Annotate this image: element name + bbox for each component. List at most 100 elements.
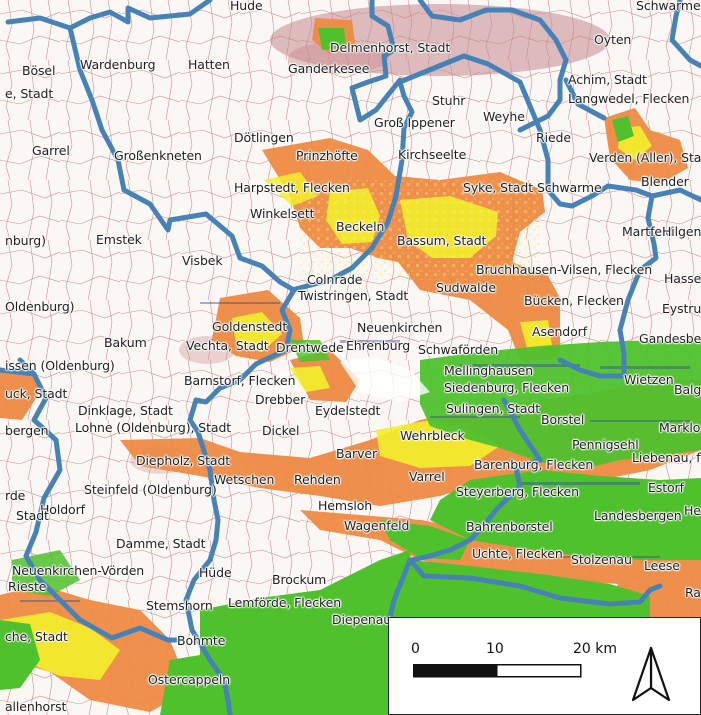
place-label: allenhorst (5, 699, 67, 714)
place-label: Sulingen, Stadt (446, 401, 541, 416)
place-label: Lohne (Oldenburg), Stadt (75, 420, 232, 435)
place-label: Steinfeld (Oldenburg) (84, 482, 217, 497)
place-label: Siedenburg, Flecken (444, 380, 570, 395)
place-label: Hasse (664, 271, 701, 286)
place-label: Ra (685, 585, 701, 600)
place-label: Wardenburg (80, 57, 156, 72)
place-label: Asendorf (532, 324, 587, 339)
place-label: Twistringen, Stadt (298, 288, 409, 303)
place-label: Stuhr (432, 93, 466, 108)
north-arrow-icon (631, 646, 671, 702)
place-label: Lemförde, Flecken (228, 595, 342, 610)
place-label: Barver (336, 446, 378, 461)
place-label: Diepholz, Stadt (136, 453, 231, 468)
place-label: Ostercappeln (148, 672, 231, 687)
place-label: Oldenburg) (5, 299, 75, 314)
place-label: Delmenhorst, Stadt (330, 40, 451, 55)
place-label: Wehrbleck (400, 428, 465, 443)
place-label: Beckeln (336, 219, 385, 234)
place-label: Wagenfeld (344, 518, 410, 533)
place-label: Rieste (8, 579, 47, 594)
place-label: Martfeld (622, 224, 674, 239)
place-label: Balg (674, 382, 701, 397)
place-label: rde (5, 488, 26, 503)
place-label: Vechta, Stadt (186, 338, 269, 353)
place-label: He (684, 503, 701, 518)
place-label: Bassum, Stadt (397, 233, 487, 248)
place-label: Hilgen (662, 224, 701, 239)
place-label: Borstel (541, 412, 585, 427)
place-label: Bösel (22, 63, 56, 78)
place-label: Bahrenborstel (466, 519, 553, 534)
place-label: Goldenstedt (212, 319, 288, 334)
place-label: Eydelstedt (315, 403, 381, 418)
place-label: Groß Ippener (374, 115, 455, 130)
place-label: nburg) (5, 233, 46, 248)
place-label: Mellinghausen (444, 363, 534, 378)
place-label: Stolzenau (571, 552, 632, 567)
place-label: Schwarme (537, 180, 602, 195)
place-label: Brockum (272, 572, 327, 587)
place-label: Langwedel, Flecken (568, 91, 690, 106)
place-label: Ganderkesee (288, 61, 370, 76)
place-label: Hüde (199, 565, 232, 580)
place-label: Rehden (294, 472, 341, 487)
place-label: Stadt (16, 508, 49, 523)
place-label: Riede (536, 130, 571, 145)
place-label: Colnrade (307, 272, 363, 287)
place-label: Bücken, Flecken (524, 293, 624, 308)
place-label: Barenburg, Flecken (474, 457, 594, 472)
place-label: Schwaförden (418, 342, 499, 357)
scale-label-0: 0 (411, 641, 420, 657)
place-label: uck, Stadt (5, 386, 68, 401)
scale-bar-panel: 0 10 20 km (388, 617, 701, 715)
place-label: issen (Oldenburg) (5, 358, 115, 373)
place-label: Hemsloh (318, 498, 373, 513)
place-label: Dickel (262, 423, 300, 438)
place-label: Winkelsett (250, 206, 315, 221)
place-label: Harpstedt, Flecken (234, 180, 350, 195)
place-label: Bakum (104, 335, 147, 350)
place-label: Drebber (255, 392, 306, 407)
place-label: Holdorf (40, 502, 85, 517)
place-label: Eystru (662, 301, 701, 316)
place-label: Hatten (188, 57, 230, 72)
place-label: Kirchseelte (398, 147, 467, 162)
place-label: Leese (644, 558, 680, 573)
place-label: Drentwede (276, 340, 344, 355)
place-label: Großenkneten (114, 148, 202, 163)
place-label: Visbek (182, 253, 223, 268)
place-label: Neuenkirchen (357, 320, 443, 335)
place-label: Syke, Stadt (463, 180, 533, 195)
place-label: Pennigsehl (572, 437, 639, 452)
place-label: e, Stadt (5, 86, 54, 101)
place-label: Prinzhöfte (296, 148, 358, 163)
place-label: Neuenkirchen-Vörden (12, 563, 145, 578)
place-label: Stemshorn (146, 598, 213, 613)
place-label: bergen (5, 423, 49, 438)
place-label: Estorf (648, 480, 684, 495)
place-label: Steyerberg, Flecken (456, 484, 579, 499)
place-label: Achim, Stadt (568, 72, 647, 87)
place-label: Dötlingen (234, 130, 294, 145)
place-label: Dinklage, Stadt (78, 403, 173, 418)
scale-label-20: 20 km (573, 641, 618, 657)
place-label: Wetschen (214, 472, 275, 487)
place-label: Bruchhausen-Vilsen, Flecken (476, 262, 653, 277)
place-label: Uchte, Flecken (472, 546, 563, 561)
place-label: Blender (641, 174, 689, 189)
place-label: Marklo (659, 420, 701, 435)
place-label: Barnstorf, Flecken (184, 373, 296, 388)
place-label: Diepenau (332, 612, 392, 627)
place-label: Emstek (96, 232, 142, 247)
place-label: Gandesbe (639, 331, 701, 346)
place-label: Weyhe (483, 109, 525, 124)
place-label: Hude (230, 0, 263, 13)
place-label: Verden (Aller), Sta (589, 150, 701, 165)
place-label: Landesbergen (594, 508, 682, 523)
scale-label-10: 10 (486, 641, 504, 657)
place-label: Sudwalde (436, 280, 496, 295)
place-label: Schwarme (636, 0, 701, 13)
